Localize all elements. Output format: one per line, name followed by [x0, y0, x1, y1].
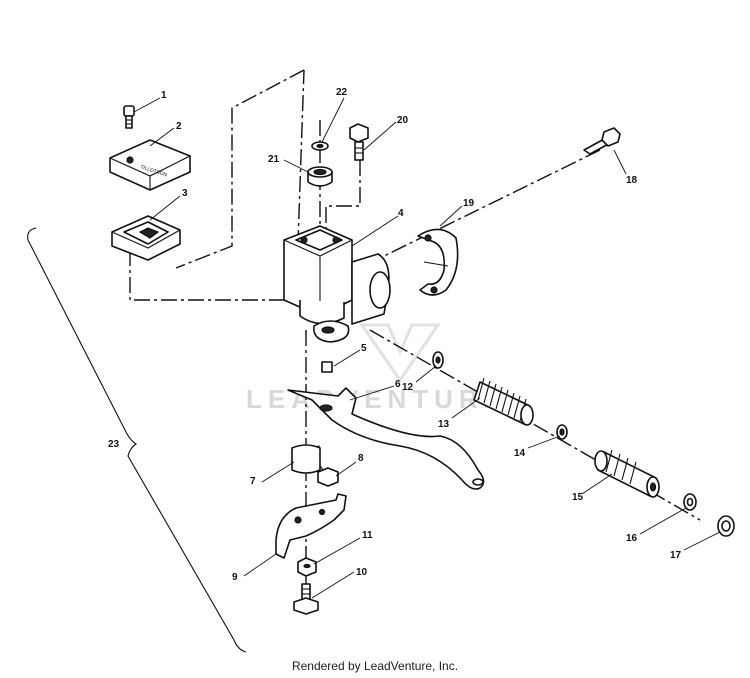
callout-16: 16 [626, 533, 638, 544]
phantom-lines [129, 69, 701, 600]
part-16-washer [683, 493, 697, 511]
part-8-nut [317, 467, 339, 487]
callout-9: 9 [232, 572, 238, 583]
callout-15: 15 [572, 492, 584, 503]
part-7-spring [291, 444, 329, 477]
callout-labels: 1 2 3 4 5 6 7 8 9 10 11 12 13 14 15 16 1… [108, 87, 682, 583]
callout-8: 8 [358, 453, 364, 464]
leader-lines [133, 97, 721, 599]
callout-11: 11 [362, 530, 373, 541]
part-4-master-cylinder [283, 225, 391, 343]
callout-22: 22 [336, 87, 348, 98]
part-21-bushing [307, 166, 333, 187]
part-20-bolt [349, 123, 369, 161]
callout-6: 6 [395, 379, 401, 390]
callout-2: 2 [176, 121, 182, 132]
footer-credit: Rendered by LeadVenture, Inc. [291, 659, 459, 673]
callout-21: 21 [268, 154, 280, 165]
callout-19: 19 [463, 198, 475, 209]
part-17-washer [717, 515, 735, 537]
part-3-diaphragm [111, 215, 181, 261]
part-18-bolt [583, 127, 621, 155]
callout-23: 23 [108, 439, 120, 450]
callout-14: 14 [514, 448, 526, 459]
part-13-spring [473, 377, 534, 426]
callout-7: 7 [250, 476, 256, 487]
part-1-screw [123, 105, 135, 129]
part-14-washer [556, 424, 568, 440]
part-9-bracket [275, 493, 347, 559]
part-6-lever [287, 387, 485, 490]
part-15-piston [594, 449, 660, 498]
assembly-bracket [27, 227, 247, 653]
callout-13: 13 [438, 419, 450, 430]
part-5-spacer [321, 361, 333, 373]
part-19-clamp [417, 228, 459, 296]
callout-5: 5 [361, 343, 367, 354]
callout-18: 18 [626, 175, 638, 186]
watermark-text: LEADVENTURE [246, 384, 507, 414]
part-11-nut [297, 557, 317, 577]
callout-10: 10 [356, 567, 368, 578]
part-2-reservoir-cover: TILLOTSON [109, 139, 191, 191]
part-10-bolt [293, 583, 319, 615]
callout-1: 1 [161, 90, 167, 101]
part-22-washer [311, 141, 329, 151]
part-12-washer [432, 351, 444, 369]
callout-20: 20 [397, 115, 409, 126]
callout-4: 4 [398, 208, 404, 219]
callout-12: 12 [402, 382, 414, 393]
watermark: LEADVENTURE [246, 323, 507, 414]
callout-17: 17 [670, 550, 682, 561]
callout-3: 3 [182, 188, 188, 199]
